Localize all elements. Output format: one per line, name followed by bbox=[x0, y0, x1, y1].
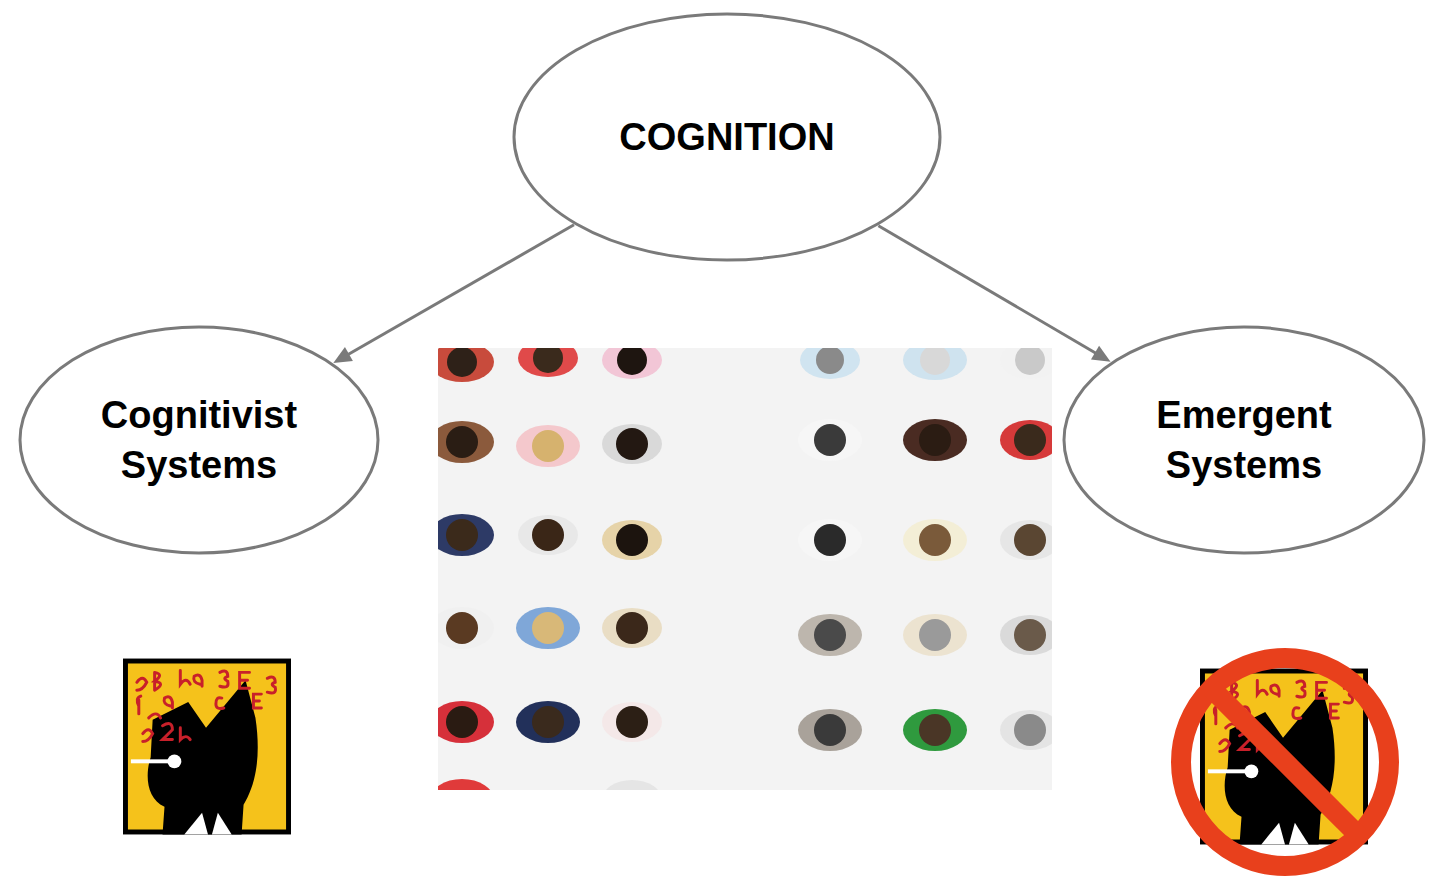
mind-icon bbox=[123, 659, 291, 835]
ellipse-node: Emergent Systems bbox=[1062, 325, 1426, 555]
connector-line bbox=[878, 226, 1098, 355]
node-text-group: Cognitivist Systems bbox=[69, 390, 329, 490]
ellipse-node: COGNITION bbox=[512, 12, 942, 262]
ellipse-shape bbox=[1064, 327, 1424, 553]
node-label: Cognitivist Systems bbox=[69, 390, 329, 490]
connector-line bbox=[345, 225, 574, 356]
ellipse-outline bbox=[1062, 325, 1426, 555]
arrowhead bbox=[333, 347, 353, 363]
node-label: COGNITION bbox=[619, 112, 834, 162]
ellipse-node: Cognitivist Systems bbox=[18, 325, 380, 555]
node-text-group: COGNITION bbox=[619, 112, 834, 162]
node-label: Emergent Systems bbox=[1114, 390, 1374, 490]
ellipse-shape bbox=[514, 14, 940, 260]
arrow-connector bbox=[333, 225, 574, 363]
arrow-connector bbox=[878, 226, 1110, 362]
ellipse-shape bbox=[20, 327, 378, 553]
arrowhead bbox=[1091, 346, 1111, 362]
crowd-photo bbox=[438, 348, 1052, 790]
ellipse-outline bbox=[18, 325, 380, 555]
node-text-group: Emergent Systems bbox=[1114, 390, 1374, 490]
prohibited-mind-icon bbox=[1181, 658, 1389, 866]
